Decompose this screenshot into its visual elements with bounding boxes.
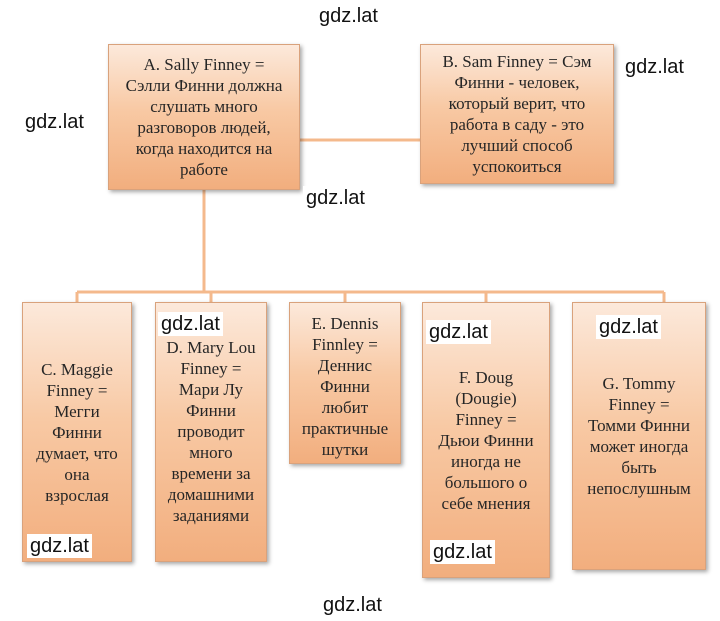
watermark: gdz.lat [22,110,87,134]
watermark: gdz.lat [426,320,491,344]
watermark: gdz.lat [27,534,92,558]
watermark: gdz.lat [596,315,661,339]
node-b-sam-finney: B. Sam Finney = Сэм Финни - человек, кот… [420,44,614,184]
node-g-tommy-finney: G. Tommy Finney = Томми Финни может иног… [572,302,706,570]
node-e-dennis-finnley: E. Dennis Finnley = Деннис Финни любит п… [289,302,401,464]
watermark: gdz.lat [430,540,495,564]
watermark: gdz.lat [320,593,385,617]
watermark: gdz.lat [158,312,223,336]
watermark: gdz.lat [316,4,381,28]
node-a-sally-finney: A. Sally Finney = Сэлли Финни должна слу… [108,44,300,190]
node-c-maggie-finney: C. Maggie Finney = Мегги Финни думает, ч… [22,302,132,562]
watermark: gdz.lat [303,186,368,210]
node-f-doug-finney: F. Doug (Dougie) Finney = Дьюи Финни ино… [422,302,550,578]
watermark: gdz.lat [622,55,687,79]
node-d-mary-lou-finney: D. Mary Lou Finney = Мари Лу Финни прово… [155,302,267,562]
